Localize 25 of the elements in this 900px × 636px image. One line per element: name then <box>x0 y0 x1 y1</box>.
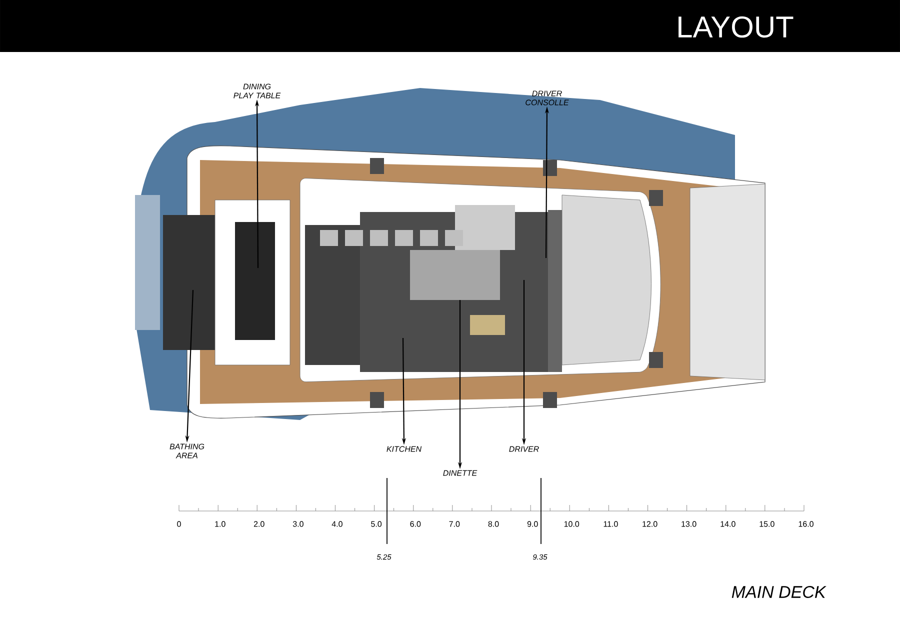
scale-number: 2.0 <box>254 521 264 527</box>
scale-number: 5.0 <box>371 521 382 527</box>
callout-text: DINETTE <box>443 470 478 476</box>
callout-text: KITCHEN <box>386 446 422 452</box>
scale-number: 8.0 <box>488 521 499 527</box>
scale-number: 11.0 <box>604 521 618 527</box>
scale-number: 7.0 <box>449 521 460 527</box>
callout-text: DRIVER CONSOLLE <box>526 90 569 106</box>
scale-number: 1.0 <box>215 521 226 527</box>
title: LAYOUT <box>678 16 794 38</box>
scale-number: 9.0 <box>527 521 538 527</box>
scale-number: 12.0 <box>642 521 658 527</box>
scale-number: 16.0 <box>798 521 814 527</box>
scale-number: 3.0 <box>292 521 304 527</box>
scale-number: 15.0 <box>760 521 774 527</box>
scale-number: 13.0 <box>682 521 696 527</box>
caption: MAIN DECK <box>732 586 826 598</box>
scale-number: 4.0 <box>332 521 342 527</box>
callout-text: BATHING AREA <box>170 444 204 458</box>
scale-number: 10.0 <box>564 521 580 527</box>
scale-number: 0 <box>177 521 181 527</box>
callout-text: DRIVER <box>509 446 539 452</box>
scale-number: 14.0 <box>720 521 736 527</box>
scale-number: 6.0 <box>410 521 421 527</box>
callout-text: DINING PLAY TABLE <box>234 84 281 98</box>
